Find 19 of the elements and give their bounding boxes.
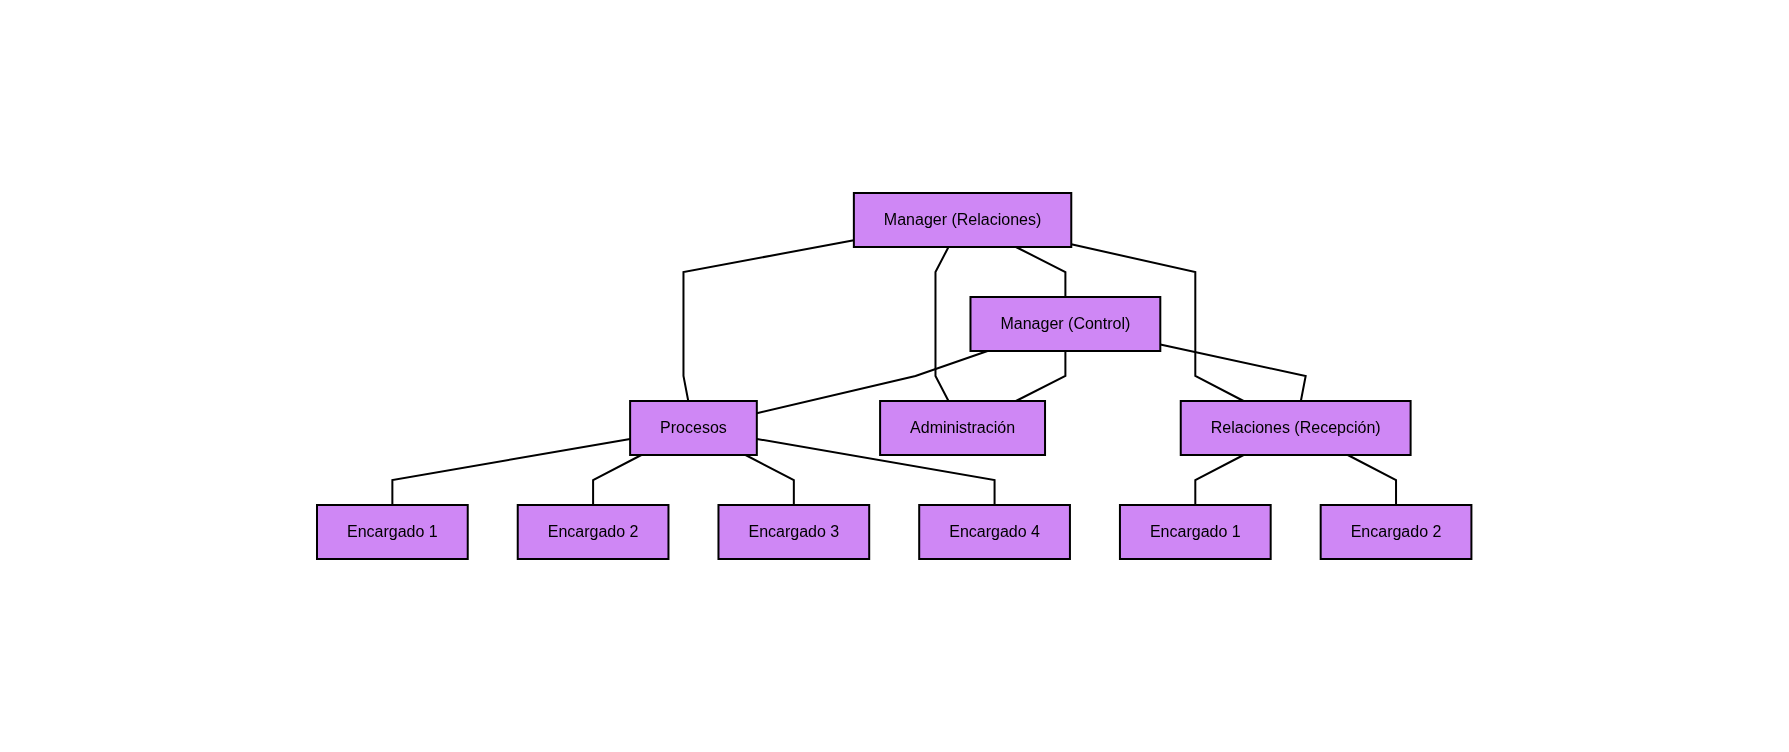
connector	[1015, 246, 1067, 298]
connector	[1347, 454, 1398, 506]
node-box: Encargado 3	[717, 504, 871, 560]
node-box: Relaciones (Recepción)	[1180, 400, 1412, 456]
node-box: Encargado 2	[1319, 504, 1473, 560]
node-box: Encargado 4	[918, 504, 1072, 560]
node-box: Manager (Relaciones)	[853, 192, 1073, 248]
node-box: Administración	[879, 400, 1047, 456]
connector	[1194, 454, 1245, 506]
connector	[592, 454, 643, 506]
connector	[744, 454, 796, 506]
node-box: Manager (Control)	[969, 296, 1162, 352]
node-box: Encargado 2	[517, 504, 670, 560]
connector	[934, 246, 950, 402]
node-box: Encargado 1	[316, 504, 470, 560]
connector	[1070, 243, 1245, 402]
node-box: Encargado 1	[1119, 504, 1272, 560]
connector	[1015, 350, 1067, 402]
node-box: Procesos	[629, 400, 759, 456]
